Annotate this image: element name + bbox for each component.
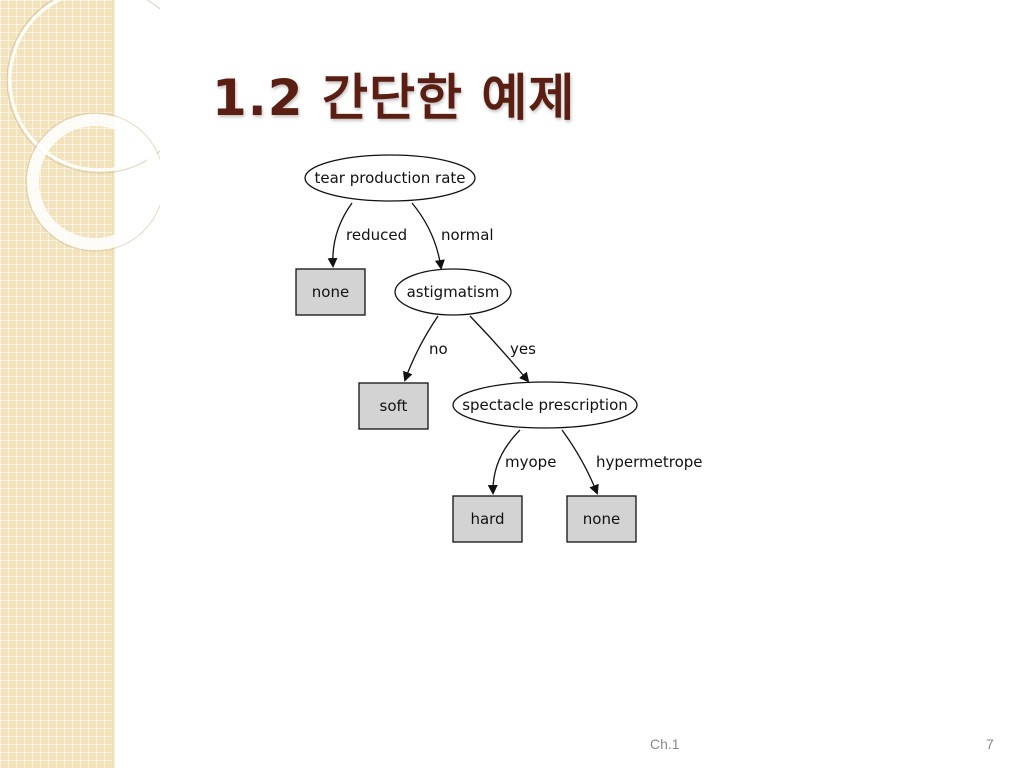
- edge-label-no: no: [429, 340, 448, 358]
- decorative-ring-large: [8, 0, 160, 172]
- edge-myope-arrow: [487, 429, 521, 495]
- leaf-soft-label: soft: [380, 397, 408, 415]
- spectacle-node-ellipse: [452, 381, 638, 429]
- decorative-ring-small: [27, 114, 160, 250]
- edge-label-hypermetrope: hypermetrope: [596, 453, 703, 471]
- spectacle-node-label: spectacle prescription: [462, 396, 628, 414]
- root-node-label: tear production rate: [314, 169, 465, 187]
- footer-page-number: 7: [986, 736, 994, 752]
- root-node-ellipse: [304, 154, 476, 202]
- edge-label-myope: myope: [505, 453, 556, 471]
- edge-reduced-arrow: [327, 202, 353, 268]
- footer-chapter: Ch.1: [650, 736, 680, 752]
- leaf-hard-label: hard: [470, 510, 504, 528]
- edge-label-yes: yes: [510, 340, 536, 358]
- leaf-none-1-label: none: [312, 283, 349, 301]
- decorative-ring-small-shadow: [25, 112, 160, 252]
- astigmatism-node-label: astigmatism: [407, 283, 500, 301]
- decorative-ring-large-shadow: [6, 0, 160, 174]
- edge-normal-arrow: [411, 202, 445, 270]
- edge-label-reduced: reduced: [346, 226, 407, 244]
- edge-hypermetrope-arrow: [561, 429, 599, 495]
- slide-title: 1.2 간단한 예제: [212, 69, 576, 127]
- leaf-hard-box: [452, 495, 523, 543]
- decorative-rings: [6, 0, 160, 252]
- edge-no-arrow: [403, 315, 439, 382]
- leaf-none-1-box: [295, 268, 366, 316]
- edge-yes-arrow: [469, 315, 530, 383]
- leaf-soft-box: [358, 382, 429, 430]
- edge-label-normal: normal: [441, 226, 494, 244]
- leaf-none-2-label: none: [583, 510, 620, 528]
- leaf-none-2-box: [566, 495, 637, 543]
- sidebar-edge: [112, 0, 115, 768]
- astigmatism-node-ellipse: [394, 268, 512, 316]
